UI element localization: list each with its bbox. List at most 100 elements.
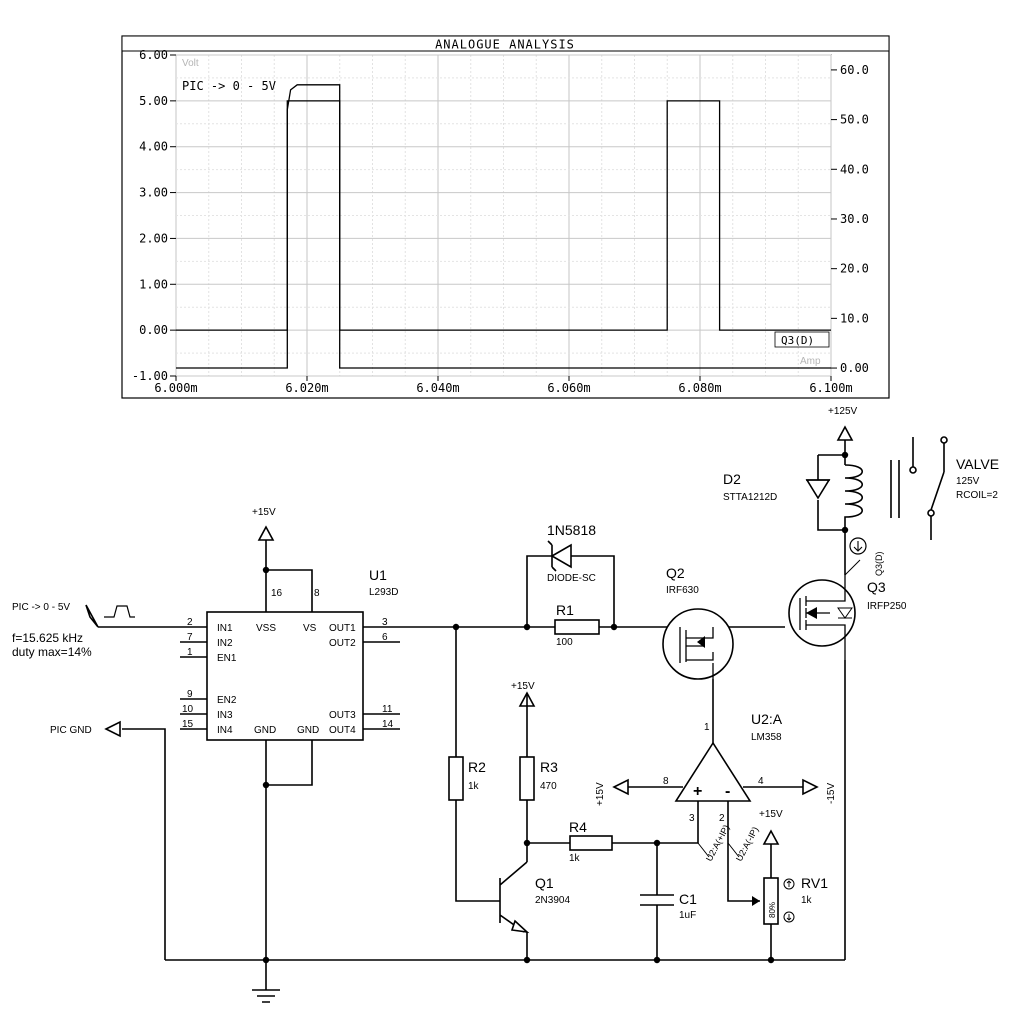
- u1-pin-number: 16: [271, 588, 283, 599]
- u1-pin-vs: VS: [303, 623, 317, 634]
- u1-left-pins: [180, 626, 207, 730]
- u1-right-pins: [363, 626, 400, 730]
- right-unit-label: Amp: [800, 356, 821, 367]
- r1-body[interactable]: [554, 619, 600, 635]
- u1-pin-en1: EN1: [217, 653, 237, 664]
- u1-pin-number: 7: [187, 632, 193, 643]
- q2-symbol: [679, 627, 714, 679]
- pic-gnd-wire: [122, 728, 166, 960]
- r3-body[interactable]: [519, 756, 535, 801]
- rv1-value-label: 1k: [801, 895, 813, 906]
- u1-pin-en2: EN2: [217, 695, 237, 706]
- junction: [523, 956, 531, 964]
- q1-ref-label: Q1: [535, 875, 554, 891]
- u2-probe-leads: [697, 842, 740, 858]
- valve-coil[interactable]: [844, 464, 864, 530]
- u1-power-label: +15V: [252, 507, 276, 518]
- left-tick-label: -1.00: [132, 369, 168, 383]
- q3-ref-label: Q3: [867, 579, 886, 595]
- u1-pin-number: 14: [382, 719, 394, 730]
- plot-grid: [175, 54, 832, 377]
- u1-pin-gnd1: GND: [254, 725, 276, 736]
- pic-input-label: PIC -> 0 - 5V: [12, 602, 70, 613]
- u1-pin-numbers: 2 7 1 9 10 15 16 8 3 6 11 14: [182, 588, 394, 730]
- right-trace-label-box: [774, 331, 830, 348]
- graph-title-bar[interactable]: [121, 35, 890, 52]
- opamp-neg-supply-label: -15V: [826, 783, 837, 804]
- u1-pin-out1: OUT1: [329, 623, 356, 634]
- r2-body[interactable]: [448, 756, 464, 801]
- x-tick-label: 6.060m: [547, 381, 590, 395]
- trace-q3-drain: [176, 84, 831, 369]
- valve-voltage-label: 125V: [956, 476, 980, 487]
- r2-ref-label: R2: [468, 759, 486, 775]
- q2-body[interactable]: [662, 608, 734, 680]
- pic-gnd-label: PIC GND: [50, 725, 92, 736]
- u1-pin-number: 8: [314, 588, 320, 599]
- left-tick-label: 1.00: [139, 277, 168, 291]
- x-tick-label: 6.080m: [678, 381, 721, 395]
- rv1-arrows: [786, 880, 792, 921]
- q3-body-diode: [837, 607, 853, 619]
- right-tick-label: 30.0: [840, 212, 869, 226]
- q1-symbol[interactable]: [499, 861, 528, 960]
- u2-pin-vp: 8: [663, 776, 669, 787]
- circuit-schematic: [85, 425, 948, 1003]
- x-tick-label: 6.020m: [285, 381, 328, 395]
- left-unit-label: Volt: [182, 58, 199, 69]
- u2-ref-label: U2:A: [751, 711, 783, 727]
- valve-switch[interactable]: [912, 437, 945, 540]
- q2-part-label: IRF630: [666, 585, 699, 596]
- r2-value-label: 1k: [468, 781, 480, 792]
- right-tick-label: 40.0: [840, 162, 869, 176]
- valve-core: [890, 460, 900, 518]
- u2-plus-sign: +: [693, 783, 702, 800]
- rv1-body[interactable]: [763, 877, 779, 925]
- u1-pin-out3: OUT3: [329, 710, 356, 721]
- u2-body[interactable]: [674, 741, 752, 802]
- r4-body[interactable]: [569, 835, 613, 851]
- u2-minus-sign: -: [725, 783, 730, 800]
- q2-ref-label: Q2: [666, 565, 685, 581]
- schematic-labels: +15V +15V +125V +15V +15V -15V PIC -> 0 …: [12, 406, 999, 921]
- c1-symbol[interactable]: [640, 843, 674, 960]
- q3-part-label: IRFP250: [867, 601, 907, 612]
- junction: [523, 839, 531, 847]
- left-tick-label: 5.00: [139, 94, 168, 108]
- ground-symbol: [252, 960, 280, 1003]
- x-tick-label: 6.100m: [809, 381, 852, 395]
- u1-supply-wire: [265, 545, 313, 612]
- d1-body[interactable]: [550, 543, 572, 569]
- q1-emitter-arrow: [510, 919, 530, 934]
- right-tick-label: 10.0: [840, 311, 869, 325]
- d1-model-label: DIODE-SC: [547, 573, 596, 584]
- d2-body[interactable]: [805, 479, 831, 500]
- q3-probe-lead: [844, 559, 861, 576]
- r4-ref-label: R4: [569, 819, 587, 835]
- pic-frequency-label: f=15.625 kHz: [12, 631, 83, 645]
- u1-pin-number: 6: [382, 632, 388, 643]
- junction: [653, 956, 661, 964]
- right-trace-label[interactable]: Q3(D): [781, 334, 814, 347]
- pic-input-port[interactable]: [85, 604, 99, 628]
- junction: [841, 451, 849, 459]
- rv1-setting-label: 80%: [768, 902, 777, 918]
- pic-duty-label: duty max=14%: [12, 645, 92, 659]
- pic-gnd-port[interactable]: [104, 720, 121, 738]
- rv1-ref-label: RV1: [801, 875, 828, 891]
- right-tick-label: 60.0: [840, 63, 869, 77]
- r1-ref-label: R1: [556, 602, 574, 618]
- left-trace-label[interactable]: PIC -> 0 - 5V: [182, 79, 276, 93]
- u1-body[interactable]: [206, 611, 364, 741]
- valve-power-label: +125V: [828, 406, 858, 417]
- d1-wire: [526, 555, 615, 627]
- analogue-analysis-graph: ANALOGUE ANALYSIS 6.005.004.003.002.001.…: [121, 35, 890, 399]
- u1-pin-number: 1: [187, 647, 193, 658]
- d1-cathode: [547, 540, 557, 572]
- d1-ref-label: 1N5818: [547, 522, 596, 538]
- q2-arrow: [697, 636, 705, 648]
- u1-ground-wire: [265, 740, 313, 960]
- left-tick-label: 3.00: [139, 186, 168, 200]
- right-tick-label: 0.00: [840, 361, 869, 375]
- u1-pin-number: 10: [182, 704, 194, 715]
